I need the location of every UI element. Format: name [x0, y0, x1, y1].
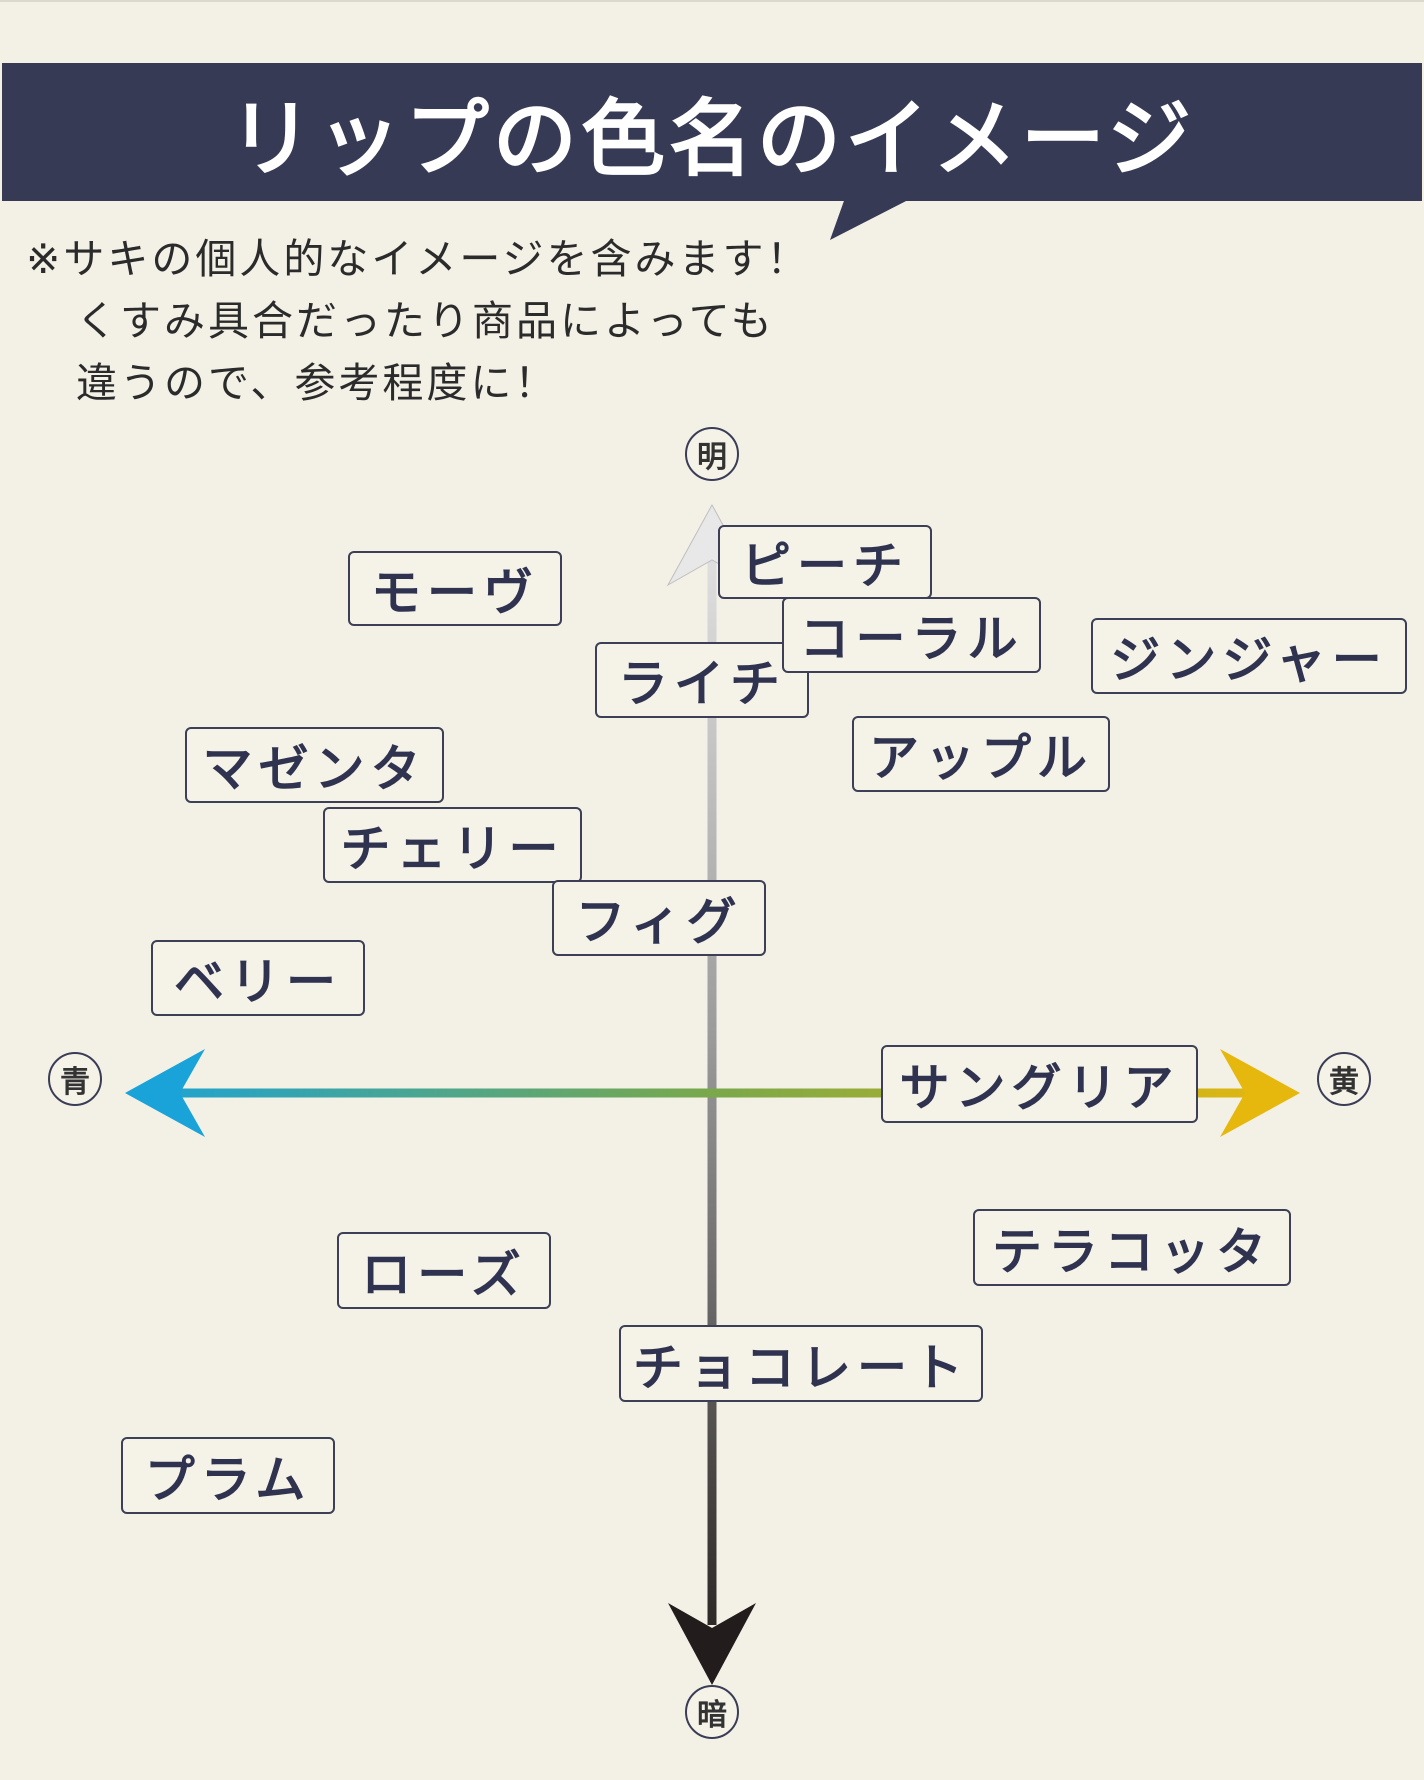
label-chocolate: チョコレート [619, 1325, 983, 1402]
label-berry: ベリー [151, 940, 365, 1016]
disclaimer-note: ※サキの個人的なイメージを含みます！ くすみ具合だったり商品によっても違うので、参… [26, 228, 846, 414]
note-line-2: くすみ具合だったり商品によっても [76, 297, 775, 345]
label-fig: フィグ [552, 880, 766, 956]
label-peach: ピーチ [718, 525, 932, 599]
label-mauve: モーヴ [348, 551, 562, 626]
axis-label-dark: 暗 [685, 1685, 739, 1739]
label-cherry: チェリー [323, 807, 582, 883]
label-coral: コーラル [782, 597, 1041, 673]
top-divider [0, 0, 1424, 2]
yellow-arrowhead [1220, 1049, 1300, 1137]
label-terracotta: テラコッタ [973, 1209, 1291, 1286]
label-apple: アップル [852, 716, 1110, 792]
dark-arrowhead [668, 1603, 756, 1685]
label-ginger: ジンジャー [1091, 618, 1407, 694]
title-banner: リップの色名のイメージ [2, 63, 1422, 201]
label-magenta: マゼンタ [185, 727, 444, 803]
axis-label-bright: 明 [685, 427, 739, 481]
axis-label-blue: 青 [48, 1052, 102, 1106]
axis-label-yellow: 黄 [1317, 1052, 1371, 1106]
label-sangria: サングリア [881, 1045, 1198, 1123]
blue-arrowhead [125, 1049, 205, 1137]
note-line-1: ※サキの個人的なイメージを含みます！ [26, 235, 811, 283]
note-line-3: 違うので、参考程度に！ [76, 359, 559, 407]
label-plum: プラム [121, 1437, 335, 1514]
label-lychee: ライチ [595, 642, 809, 718]
label-rose: ローズ [337, 1232, 551, 1309]
page-title: リップの色名のイメージ [228, 89, 1196, 188]
